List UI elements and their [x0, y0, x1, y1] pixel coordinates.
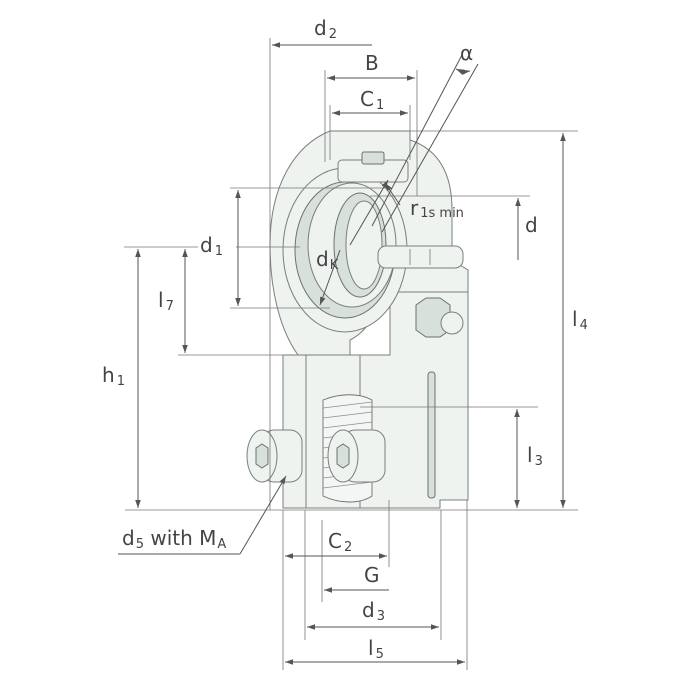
label-d5-with-MA: d5 with MA: [122, 526, 226, 552]
extension-lines: [124, 38, 578, 670]
inner-ring-bore-lip: [345, 200, 383, 290]
nut-bolt-tip: [440, 311, 464, 335]
label-alpha: α: [460, 41, 473, 65]
label-B: B: [365, 51, 379, 75]
label-dK: dK: [316, 247, 339, 273]
clamp-screw-left: [246, 429, 303, 483]
label-G: G: [364, 563, 380, 587]
lube-nipple: [361, 151, 385, 165]
clamp-screw-right: [327, 429, 386, 483]
clamp-slot: [427, 371, 436, 499]
shaft-stub: [377, 245, 464, 269]
label-d: d: [525, 213, 538, 237]
rod-end-illustration: [246, 130, 469, 509]
dimension-lines: [118, 42, 566, 665]
